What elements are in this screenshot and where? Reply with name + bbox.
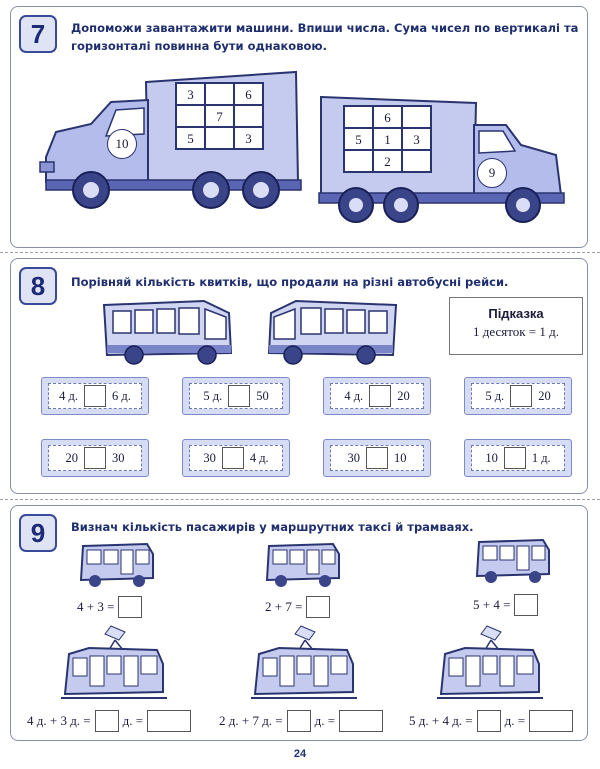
- grid-cell[interactable]: 3: [402, 128, 431, 150]
- hint-box: Підказка 1 десяток = 1 д.: [449, 297, 583, 355]
- grid-cell[interactable]: 6: [373, 106, 402, 128]
- ticket-left-value: 20: [65, 450, 79, 465]
- task-7-section: 7 Допоможи завантажити машини. Впиши чис…: [10, 6, 588, 248]
- ticket-left-value: 4 д.: [59, 388, 78, 403]
- grid-cell[interactable]: 5: [176, 127, 205, 149]
- answer-box[interactable]: [94, 710, 119, 732]
- ticket-right-value: 4 д.: [249, 450, 269, 465]
- minibus-illustration: [475, 538, 550, 583]
- grid-cell[interactable]: [205, 127, 234, 149]
- tram-equation: 2 д. + 7 д. =д. =: [219, 710, 384, 732]
- minibus-illustration: [79, 542, 154, 587]
- truck-left-cab-number: 10: [107, 129, 137, 159]
- ticket: 5 д. 50: [182, 377, 290, 415]
- task-9-section: 9 Визнач кількість пасажирів у маршрутни…: [10, 505, 588, 741]
- grid-cell[interactable]: 2: [373, 150, 402, 172]
- taxi-equation: 5 + 4 =: [473, 594, 539, 616]
- truck-right-cab-number: 9: [477, 158, 507, 188]
- tram-equation: 5 д. + 4 д. =д. =: [409, 710, 574, 732]
- ticket-left-value: 30: [203, 450, 216, 465]
- ticket-right-value: 20: [397, 388, 410, 403]
- answer-box[interactable]: [339, 710, 384, 732]
- tram-equation: 4 д. + 3 д. =д. =: [27, 710, 192, 732]
- page-number: 24: [293, 748, 307, 760]
- answer-box[interactable]: [147, 710, 192, 732]
- truck-right-grid: 6 5 1 3 2: [343, 105, 432, 173]
- grid-cell[interactable]: 5: [344, 128, 373, 150]
- ticket-right-value: 10: [394, 450, 407, 465]
- task-9-number: 9: [19, 514, 57, 552]
- ticket-left-value: 5 д.: [203, 388, 223, 403]
- ticket-right-value: 1 д.: [531, 450, 551, 465]
- ticket: 4 д. 6 д.: [41, 377, 149, 415]
- answer-box[interactable]: [306, 596, 331, 618]
- compare-box[interactable]: [221, 447, 244, 469]
- tram-illustration: [437, 625, 543, 699]
- task-8-instruction: Порівняй кількість квитків, що продали н…: [71, 275, 509, 289]
- ticket-left-value: 5 д.: [485, 388, 505, 403]
- ticket-right-value: 30: [112, 450, 125, 465]
- grid-cell[interactable]: [402, 150, 431, 172]
- answer-box[interactable]: [476, 710, 501, 732]
- taxi-equation: 4 + 3 =: [77, 596, 143, 618]
- grid-cell[interactable]: 3: [234, 127, 263, 149]
- answer-box[interactable]: [514, 594, 539, 616]
- task-8-section: 8 Порівняй кількість квитків, що продали…: [10, 258, 588, 494]
- ticket-left-value: 4 д.: [344, 388, 364, 403]
- compare-box[interactable]: [369, 385, 392, 407]
- grid-cell[interactable]: [234, 105, 263, 127]
- tram-illustration: [251, 625, 357, 699]
- task-7-number: 7: [19, 15, 57, 53]
- compare-box[interactable]: [366, 447, 388, 469]
- ticket-left-value: 10: [485, 450, 498, 465]
- grid-cell[interactable]: [176, 105, 205, 127]
- task-8-number: 8: [19, 267, 57, 305]
- ticket-right-value: 20: [538, 388, 551, 403]
- grid-cell[interactable]: [205, 83, 234, 105]
- task-7-instruction: Допоможи завантажити машини. Впиши числа…: [71, 21, 579, 53]
- grid-cell[interactable]: 7: [205, 105, 234, 127]
- ticket: 30 10: [323, 439, 431, 477]
- grid-cell[interactable]: [402, 106, 431, 128]
- grid-cell[interactable]: 1: [373, 128, 402, 150]
- task-9-instruction: Визнач кількість пасажирів у маршрутних …: [71, 520, 474, 534]
- compare-box[interactable]: [228, 385, 251, 407]
- grid-cell[interactable]: 3: [176, 83, 205, 105]
- compare-box[interactable]: [84, 385, 106, 407]
- answer-box[interactable]: [118, 596, 143, 618]
- ticket-right-value: 6 д.: [112, 388, 131, 403]
- minibus-illustration: [265, 542, 340, 587]
- compare-box[interactable]: [84, 447, 106, 469]
- ticket-right-value: 50: [256, 388, 269, 403]
- ticket: 5 д. 20: [464, 377, 572, 415]
- compare-box[interactable]: [503, 447, 526, 469]
- truck-left-grid: 3 6 7 5 3: [175, 82, 264, 150]
- hint-title: Підказка: [488, 306, 544, 321]
- ticket: 10 1 д.: [464, 439, 572, 477]
- ticket: 4 д. 20: [323, 377, 431, 415]
- ticket: 30 4 д.: [182, 439, 290, 477]
- tram-illustration: [61, 625, 167, 699]
- grid-cell[interactable]: [344, 150, 373, 172]
- taxi-equation: 2 + 7 =: [265, 596, 331, 618]
- answer-box[interactable]: [286, 710, 311, 732]
- bus-right-illustration: [267, 299, 398, 365]
- bus-left-illustration: [102, 299, 233, 365]
- cut-line: [0, 499, 600, 500]
- cut-line: [0, 252, 600, 253]
- compare-box[interactable]: [510, 385, 533, 407]
- answer-box[interactable]: [529, 710, 574, 732]
- ticket-left-value: 30: [347, 450, 361, 465]
- grid-cell[interactable]: 6: [234, 83, 263, 105]
- hint-text: 1 десяток = 1 д.: [473, 324, 559, 339]
- grid-cell[interactable]: [344, 106, 373, 128]
